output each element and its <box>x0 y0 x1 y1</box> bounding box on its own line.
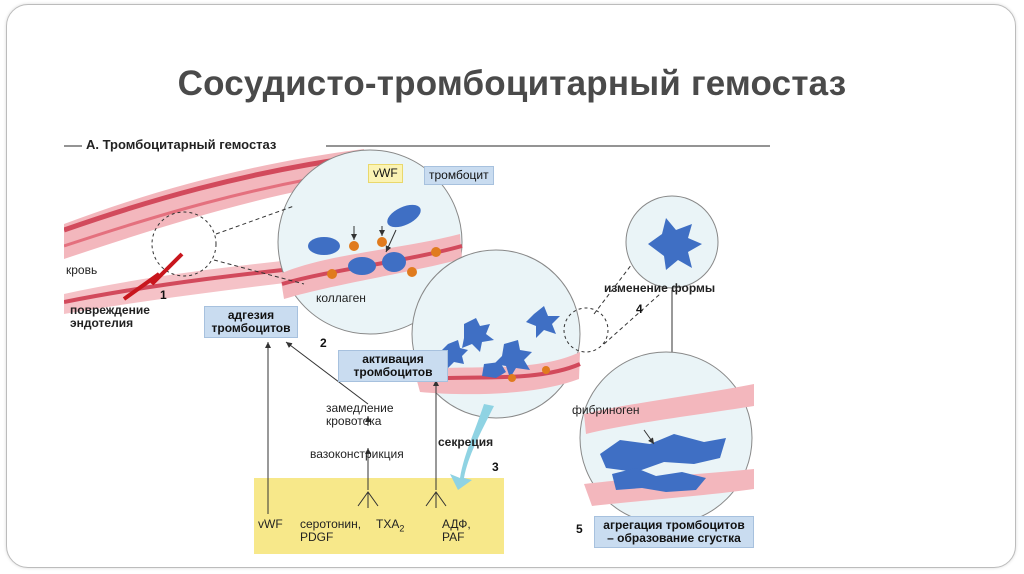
blood-label: кровь <box>66 264 97 277</box>
step-5: 5 <box>576 522 583 536</box>
slowing-label: замедление кровотока <box>326 402 408 428</box>
secretion-txa-subscript: 2 <box>399 523 404 533</box>
collagen-label: коллаген <box>316 292 366 305</box>
activation-circle <box>412 250 580 418</box>
hemostasis-illustration <box>64 134 770 554</box>
secretion-serotonin: серотонин, PDGF <box>300 518 366 544</box>
shape-change-circle <box>626 196 718 288</box>
section-title: А. Тромбоцитарный гемостаз <box>86 138 276 151</box>
fibrinogen-label: фибриноген <box>572 404 640 417</box>
secretion-adp: АДФ, PAF <box>442 518 492 544</box>
aggregation-box: агрегация тромбоцитов – образование сгус… <box>594 516 754 548</box>
activation-box: активация тромбоцитов <box>338 350 448 382</box>
slide-title: Сосудисто-тромбоцитарный гемостаз <box>0 64 1024 104</box>
step-4: 4 <box>636 302 643 316</box>
adhesion-box: адгезия тромбоцитов <box>204 306 298 338</box>
aggregation-circle <box>580 352 754 524</box>
step-3: 3 <box>492 460 499 474</box>
vwf-label-top: vWF <box>368 164 403 183</box>
endothelium-damage-label: повреждение эндотелия <box>70 304 180 330</box>
hemostasis-figure: А. Тромбоцитарный гемостаз кровь поврежд… <box>64 134 770 554</box>
vasoconstriction-label: вазоконстрикция <box>310 448 404 461</box>
secretion-label: секреция <box>438 436 493 449</box>
step-2: 2 <box>320 336 327 350</box>
secretion-txa-text: TXA <box>376 517 399 531</box>
secretion-txa: TXA2 <box>376 518 404 535</box>
secretion-vwf: vWF <box>258 518 283 531</box>
shape-change-label: изменение формы <box>604 282 715 295</box>
step-1: 1 <box>160 288 167 302</box>
platelet-label: тромбоцит <box>424 166 494 185</box>
